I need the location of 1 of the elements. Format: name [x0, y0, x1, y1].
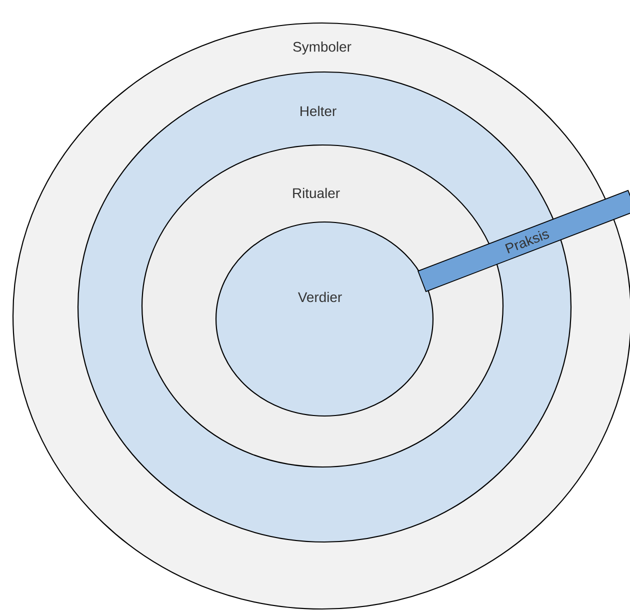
practice-bar: Praksis — [417, 190, 630, 292]
